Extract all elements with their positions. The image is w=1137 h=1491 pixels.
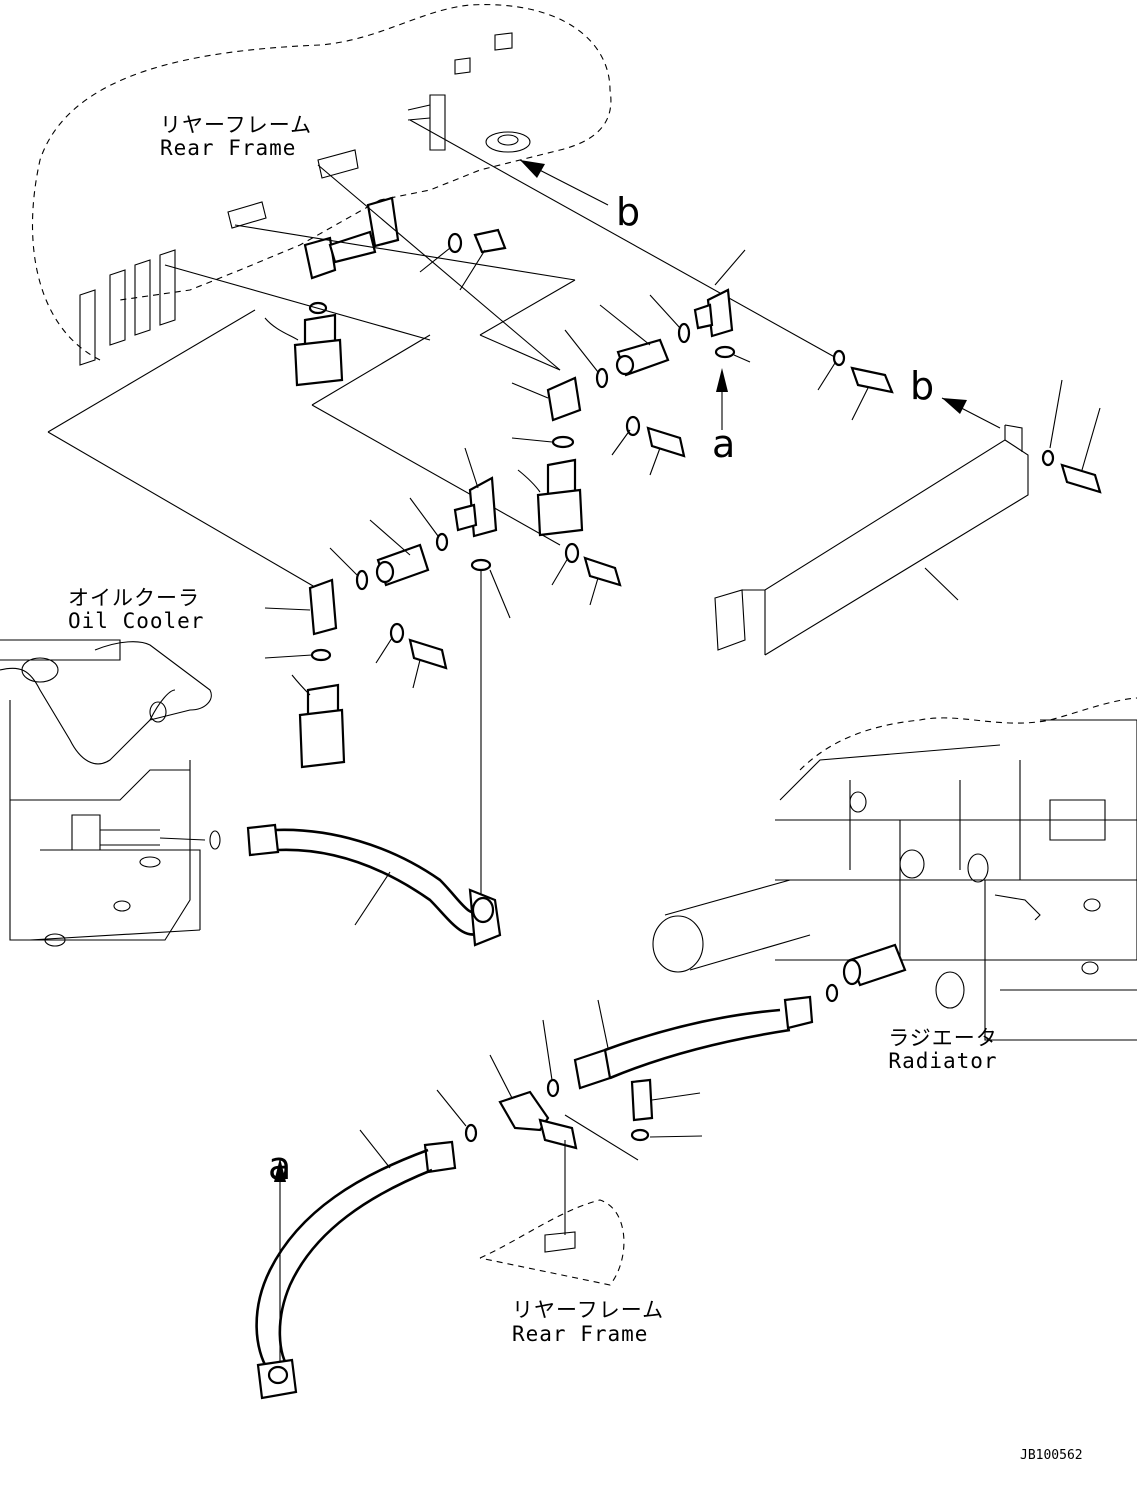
oil-cooler-label-jp: オイルクーラ bbox=[68, 586, 200, 610]
fittings-upper bbox=[419, 228, 894, 537]
callout-a-bottom: a bbox=[268, 1144, 292, 1188]
hose-middle bbox=[246, 823, 502, 947]
rear-frame-top-label-jp: リヤーフレーム bbox=[160, 113, 313, 137]
callout-b-top: b bbox=[616, 190, 641, 234]
rear-frame-bottom-label-jp: リヤーフレーム bbox=[512, 1298, 665, 1322]
rear-frame-bottom-label-en: Rear Frame bbox=[512, 1322, 649, 1346]
rear-frame-top-outline bbox=[31, 4, 612, 366]
drawing-code: JB100562 bbox=[1020, 1448, 1083, 1463]
callout-a-mid: a bbox=[712, 422, 736, 466]
callout-b-right: b bbox=[910, 364, 935, 408]
bracket-right bbox=[714, 379, 1102, 656]
callout-arrows bbox=[274, 159, 1001, 1370]
radiator-label-jp: ラジエータ bbox=[888, 1026, 998, 1050]
assembly-boundary-lines bbox=[47, 119, 841, 591]
oil-cooler-body bbox=[0, 639, 221, 947]
fittings-middle bbox=[264, 447, 622, 900]
rear-frame-top-label-en: Rear Frame bbox=[160, 136, 297, 160]
radiator-body bbox=[652, 697, 1137, 1041]
radiator-label-en: Radiator bbox=[888, 1049, 998, 1073]
top-valve-assembly bbox=[264, 196, 400, 387]
oil-cooler-label-en: Oil Cooler bbox=[68, 609, 205, 633]
fittings-lower bbox=[255, 943, 907, 1400]
